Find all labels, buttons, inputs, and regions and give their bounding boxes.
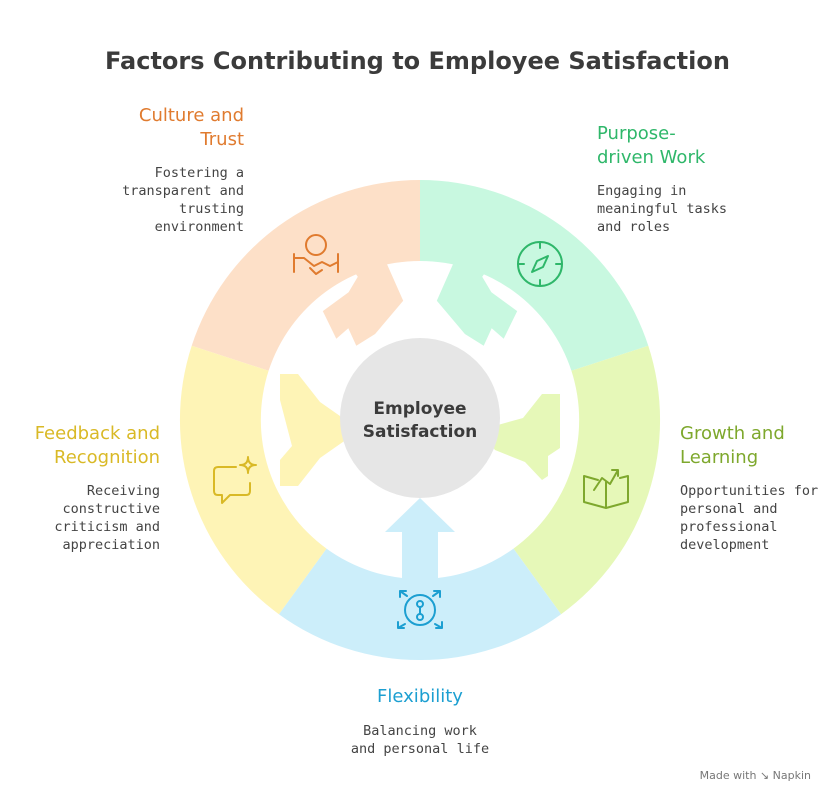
hub-label: Employee Satisfaction: [340, 398, 500, 444]
factor-feedback-description-line: criticism and: [54, 519, 160, 535]
factor-purpose-title-line: driven Work: [597, 147, 706, 168]
chat-sparkle-icon: [213, 456, 257, 504]
napkin-watermark: Made with ↘ Napkin: [699, 769, 811, 782]
factor-growth-description-line: Opportunities for: [680, 483, 819, 499]
factor-culture-description-line: transparent and: [122, 183, 244, 199]
arrow-growth: [480, 394, 560, 480]
hub-label-line-1: Employee: [373, 399, 467, 419]
factor-feedback-title: Feedback and Recognition: [0, 422, 160, 470]
arrow-purpose: [436, 241, 518, 346]
factor-purpose-description-line: and roles: [597, 219, 671, 235]
factor-culture-title: Culture and Trust: [40, 104, 244, 152]
segment-flexibility: [278, 548, 562, 661]
factor-culture-description-line: Fostering a: [154, 165, 244, 181]
factor-growth-description-line: professional: [680, 519, 778, 535]
factor-growth-description: Opportunities for personal and professio…: [680, 482, 830, 554]
factor-flexibility-description: Balancing work and personal life: [300, 722, 540, 758]
segment-purpose: [420, 179, 649, 371]
factor-culture-title-line: Trust: [200, 129, 244, 150]
factor-culture-description-line: environment: [154, 219, 244, 235]
arrow-flexibility: [385, 498, 455, 592]
factor-purpose-title-line: Purpose-: [597, 123, 676, 144]
factor-feedback-description-line: Receiving: [86, 483, 160, 499]
growth-book-icon: [583, 469, 629, 509]
factor-flexibility-title-line: Flexibility: [377, 686, 463, 707]
factor-culture-description-line: trusting: [178, 201, 244, 217]
arrow-feedback: [280, 374, 360, 486]
factor-growth-title-line: Growth and: [680, 423, 785, 444]
hub-circle: [340, 338, 500, 498]
handshake-icon: [293, 234, 339, 275]
segment-growth: [513, 345, 661, 615]
factor-feedback-title-line: Recognition: [54, 447, 160, 468]
factor-culture-title-line: Culture and: [138, 105, 244, 126]
compass-icon: [517, 241, 563, 287]
factor-purpose-description-line: meaningful tasks: [597, 201, 728, 217]
diagram-title: Factors Contributing to Employee Satisfa…: [105, 47, 730, 75]
factor-growth-description-line: development: [680, 537, 770, 553]
factor-flexibility-description-line: and personal life: [350, 741, 490, 757]
arrow-culture: [322, 241, 404, 346]
factor-flexibility-description-line: Balancing work: [363, 723, 477, 739]
hub-label-line-2: Satisfaction: [362, 422, 478, 442]
segment-culture: [191, 179, 420, 371]
factor-growth-title: Growth and Learning: [680, 422, 830, 470]
factor-purpose-title: Purpose- driven Work: [597, 122, 817, 170]
factor-growth-description-line: personal and: [680, 501, 778, 517]
segment-feedback: [179, 345, 327, 615]
factor-purpose-description-line: Engaging in: [597, 183, 687, 199]
flexibility-arrows-icon: [397, 590, 443, 629]
factor-growth-title-line: Learning: [680, 447, 759, 468]
factor-feedback-description: Receiving constructive criticism and app…: [0, 482, 160, 554]
factor-culture-description: Fostering a transparent and trusting env…: [40, 164, 244, 236]
factor-feedback-description-line: constructive: [62, 501, 160, 517]
factor-flexibility-title: Flexibility: [300, 685, 540, 709]
factor-feedback-title-line: Feedback and: [34, 423, 160, 444]
factor-feedback-description-line: appreciation: [62, 537, 160, 553]
factor-purpose-description: Engaging in meaningful tasks and roles: [597, 182, 817, 236]
